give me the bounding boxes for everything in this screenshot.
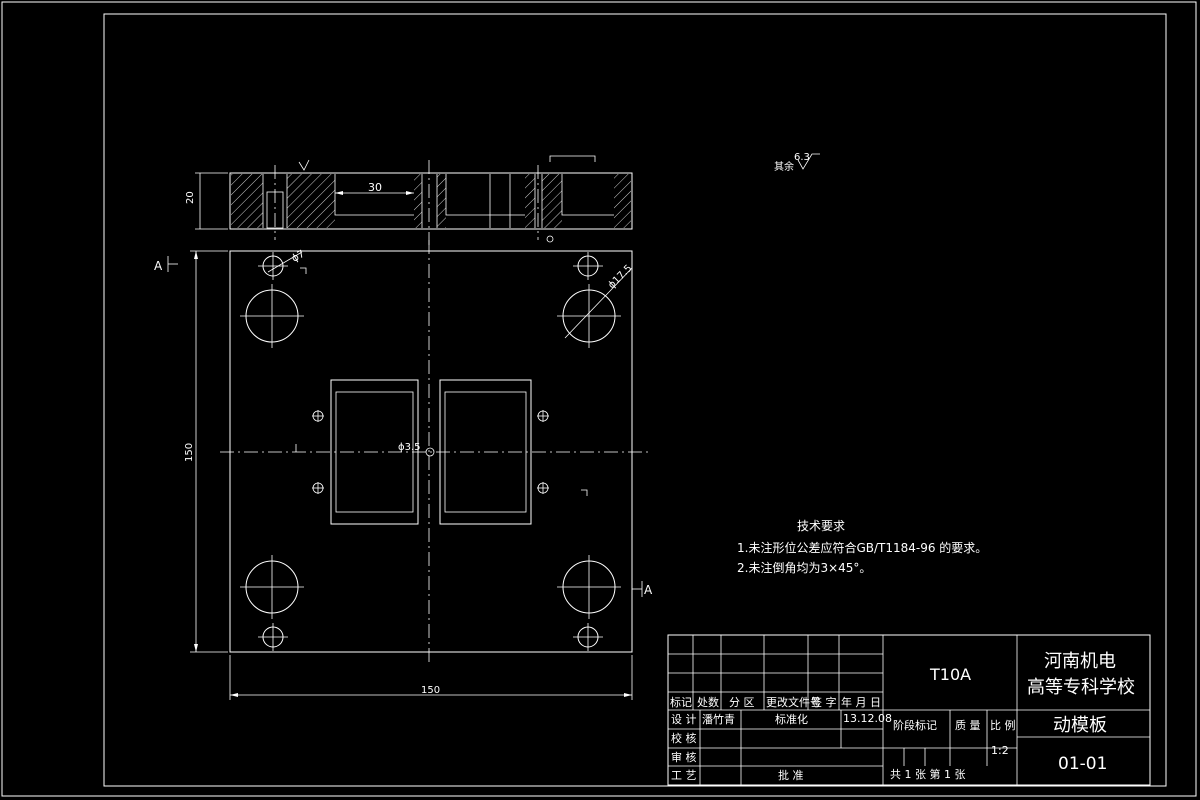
designer-name: 潘竹青 xyxy=(702,712,735,726)
section-view: 30 20 xyxy=(185,155,633,245)
hatch-zone xyxy=(525,174,535,228)
col-date: 年 月 日 xyxy=(841,695,881,709)
col-count: 处数 xyxy=(697,696,719,709)
tech-line-2: 2.未注倒角均为3×45°。 xyxy=(737,560,871,575)
label-check: 校 核 xyxy=(671,731,697,745)
title-block: 标记 处数 分 区 更改文件号 签 字 年 月 日 设 计 潘竹青 标准化 13… xyxy=(667,634,1151,786)
cavity-pocket xyxy=(439,379,532,525)
design-date: 13.12.08 xyxy=(843,712,892,725)
section-label-right: A xyxy=(644,583,653,597)
dim-width: 150 xyxy=(421,685,440,696)
col-zone: 分 区 xyxy=(729,696,755,709)
hatch-zone xyxy=(542,174,562,228)
label-process: 工 艺 xyxy=(671,769,697,782)
school-line-1: 河南机电 xyxy=(1044,651,1116,672)
hatch-zone xyxy=(414,174,422,228)
label-scale: 比 例 xyxy=(990,718,1016,732)
inner-frame xyxy=(103,13,1167,787)
svg-text:6.3: 6.3 xyxy=(794,152,810,163)
col-mark: 标记 xyxy=(670,695,692,709)
dim-dia-large: ϕ17.5 xyxy=(606,263,634,291)
drawing-number: 01-01 xyxy=(1058,754,1107,774)
label-design: 设 计 xyxy=(671,713,697,726)
sheet-count: 共 1 张 第 1 张 xyxy=(890,767,965,781)
cavity-pocket xyxy=(330,379,419,525)
dim-top-width: 30 xyxy=(368,181,382,194)
hatch-zone xyxy=(437,174,446,228)
dim-dia-center: ϕ3.5 xyxy=(398,442,421,453)
dim-height: 150 xyxy=(184,443,195,462)
hatch-zone xyxy=(614,174,631,228)
hatch-zone xyxy=(287,174,335,228)
tech-line-1: 1.未注形位公差应符合GB/T1184-96 的要求。 xyxy=(737,540,987,555)
label-approve: 批 准 xyxy=(778,768,804,782)
section-label-left: A xyxy=(154,259,163,273)
label-weight: 质 量 xyxy=(955,719,981,732)
col-doc: 更改文件号 xyxy=(766,695,821,709)
dim-side-height: 20 xyxy=(185,191,196,204)
label-stage: 阶段标记 xyxy=(893,718,937,732)
cavity-pocket xyxy=(335,391,414,513)
scale-value: 1:2 xyxy=(991,744,1009,757)
tech-title: 技术要求 xyxy=(797,519,845,533)
part-name: 动模板 xyxy=(1053,715,1107,736)
label-review: 审 核 xyxy=(671,750,697,764)
plan-view: ϕ7 ϕ17.5 ϕ3.5 150 150 A A xyxy=(154,240,653,700)
cavity-pocket xyxy=(444,391,527,513)
svg-text:其余: 其余 xyxy=(774,160,794,173)
hatch-zone xyxy=(231,174,263,228)
technical-requirements: 技术要求 1.未注形位公差应符合GB/T1184-96 的要求。 2.未注倒角均… xyxy=(737,519,987,575)
roughness-note: 其余 6.3 xyxy=(774,152,820,173)
school-line-2: 高等专科学校 xyxy=(1027,677,1135,698)
material: T10A xyxy=(929,665,971,684)
col-sign: 签 字 xyxy=(811,695,837,709)
label-standard: 标准化 xyxy=(775,712,808,726)
